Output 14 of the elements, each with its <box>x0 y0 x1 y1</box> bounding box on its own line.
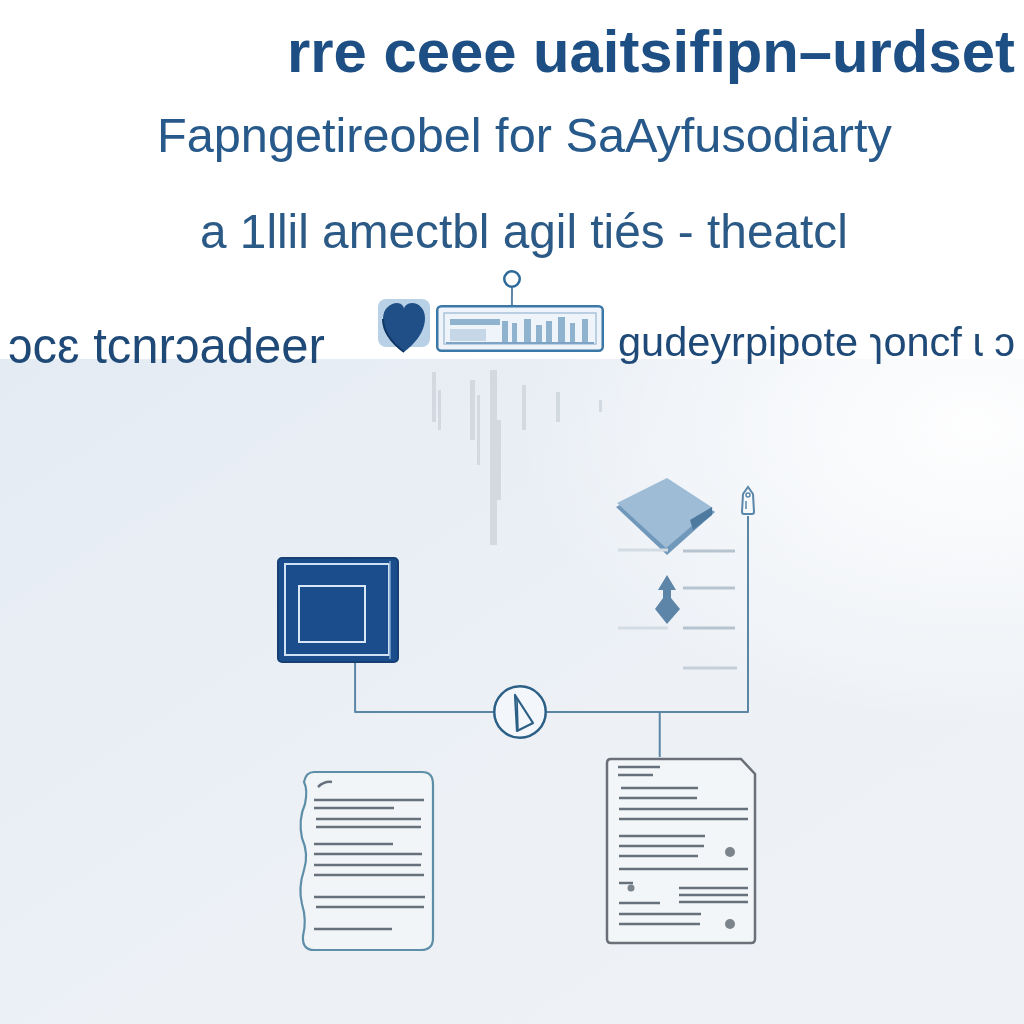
document-page <box>605 757 757 945</box>
title: rre ceee uaitsifipn–urdset <box>287 18 1015 87</box>
side-label: gudeyrpipote ɿoncf ɩ ɔ <box>618 318 1015 366</box>
subtitle: Fapngetireobel for SaAyfusodiarty <box>157 108 892 164</box>
connector-line <box>354 662 494 713</box>
triangle-in-circle <box>493 685 547 739</box>
connector-line <box>510 287 513 306</box>
chart-panel <box>436 305 604 352</box>
side-label: ɔcɛ tcnrɔadeer <box>8 318 325 375</box>
framed-block <box>277 557 399 663</box>
tagline: a 1llil amectbl agil tiés - theatcl <box>200 205 848 260</box>
connector-line <box>546 711 661 758</box>
document-page <box>298 770 435 952</box>
hanging-pin <box>503 270 521 288</box>
